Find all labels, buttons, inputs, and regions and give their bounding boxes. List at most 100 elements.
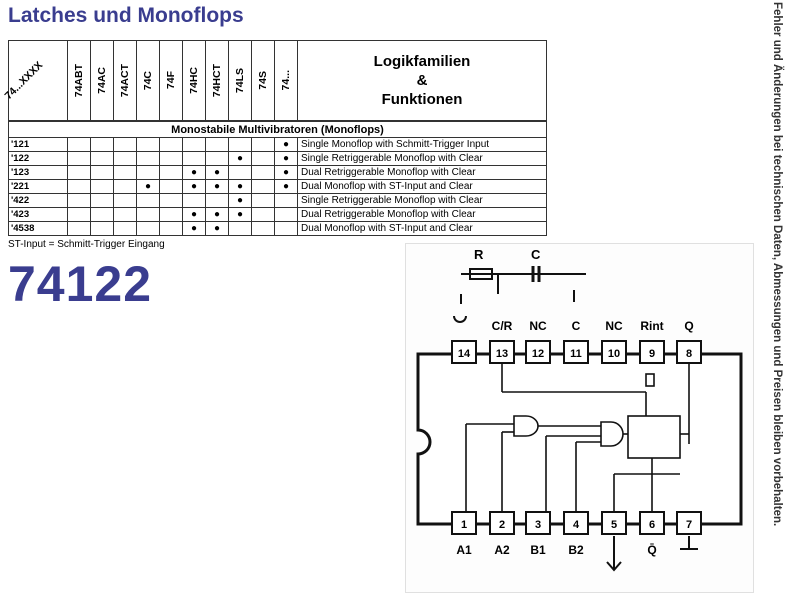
family-header: 74HCT	[205, 40, 229, 122]
pin-number: 6	[649, 519, 655, 531]
part-cell: '122	[8, 151, 68, 166]
pin-number: 4	[573, 519, 580, 531]
function-cell: Single Retriggerable Monoflop with Clear	[297, 193, 547, 208]
family-cell	[251, 207, 275, 222]
family-cell	[251, 137, 275, 152]
disclaimer-text: Fehler und Änderungen bei technischen Da…	[771, 2, 783, 527]
pin-number: 9	[649, 348, 655, 360]
family-cell	[274, 193, 298, 208]
table-row: '423●●●Dual Retriggerable Monoflop with …	[8, 207, 547, 222]
pin-number: 3	[535, 519, 541, 531]
family-cell	[205, 137, 229, 152]
pin-label: C	[572, 319, 581, 333]
corner-header: 74...XXXX	[3, 40, 68, 122]
pin-label: Rint	[640, 319, 663, 333]
part-number-heading: 74122	[8, 256, 153, 312]
family-cell	[113, 151, 137, 166]
family-cell	[113, 165, 137, 180]
family-cell	[159, 221, 183, 236]
family-cell	[113, 179, 137, 194]
family-cell	[67, 137, 91, 152]
family-cell	[274, 207, 298, 222]
family-cell: ●	[182, 179, 206, 194]
family-cell	[113, 207, 137, 222]
family-cell: ●	[228, 193, 252, 208]
family-cell	[90, 207, 114, 222]
ground-symbol	[680, 536, 698, 550]
family-cell	[90, 221, 114, 236]
pinout-svg: R C C/R NC C NC Rint Q 14 13 12 11 10 9 …	[416, 247, 743, 572]
and-gate-2	[600, 421, 624, 447]
pin-label: NC	[605, 319, 623, 333]
pin-label: A2	[494, 543, 510, 557]
family-cell	[182, 137, 206, 152]
pin-label: NC	[529, 319, 547, 333]
family-header: 74...	[274, 40, 298, 122]
pin-number: 13	[496, 348, 508, 360]
family-cell	[136, 207, 160, 222]
part-cell: '422	[8, 193, 68, 208]
family-cell	[90, 151, 114, 166]
family-cell	[228, 165, 252, 180]
family-cell	[159, 193, 183, 208]
family-cell: ●	[205, 179, 229, 194]
family-cell	[113, 137, 137, 152]
family-header: 74F	[159, 40, 183, 122]
sidebar-disclaimer: Fehler und Änderungen bei technischen Da…	[771, 2, 797, 594]
family-cell: ●	[274, 165, 298, 180]
pin-label: Q	[684, 319, 693, 333]
pin-label: C/R	[492, 319, 513, 333]
pin-number: 12	[532, 348, 544, 360]
family-cell: ●	[274, 179, 298, 194]
family-cell	[67, 207, 91, 222]
section-title: Monostabile Multivibratoren (Monoflops)	[8, 120, 547, 138]
pin5-cx-symbol	[606, 536, 622, 572]
corner-label: 74...XXXX	[2, 59, 46, 102]
family-cell	[205, 193, 229, 208]
family-cell	[228, 137, 252, 152]
function-cell: Single Monoflop with Schmitt-Trigger Inp…	[297, 137, 547, 152]
family-cell	[67, 151, 91, 166]
family-cell: ●	[205, 221, 229, 236]
family-cell	[67, 193, 91, 208]
function-cell: Dual Monoflop with ST-Input and Clear	[297, 179, 547, 194]
family-cell: ●	[182, 207, 206, 222]
pinout-diagram: R C C/R NC C NC Rint Q 14 13 12 11 10 9 …	[405, 243, 754, 593]
pin-number: 11	[570, 348, 582, 360]
st-input-note: ST-Input = Schmitt-Trigger Eingang	[8, 239, 165, 250]
pin-number: 8	[686, 348, 692, 360]
family-cell	[228, 221, 252, 236]
pin-label: B1	[530, 543, 546, 557]
family-header: 74C	[136, 40, 160, 122]
resistor-symbol	[469, 268, 493, 280]
flipflop-block	[627, 415, 681, 459]
pin-label: Q̄	[647, 543, 656, 557]
pin-number: 1	[461, 519, 467, 531]
table-row: '121●Single Monoflop with Schmitt-Trigge…	[8, 137, 547, 152]
ext-r-label: R	[474, 247, 484, 262]
family-cell	[136, 221, 160, 236]
ic-body	[416, 352, 743, 526]
external-rc	[460, 266, 586, 304]
family-cell	[90, 179, 114, 194]
family-cell	[90, 193, 114, 208]
family-header: 74LS	[228, 40, 252, 122]
and-gate-1	[513, 415, 539, 437]
pin-number: 7	[686, 519, 692, 531]
top-pins: 14 13 12 11 10 9 8	[451, 340, 702, 364]
bottom-labels: A1 A2 B1 B2 Q̄	[456, 543, 656, 557]
family-cell	[159, 207, 183, 222]
family-header: 74ABT	[67, 40, 91, 122]
pin-number: 5	[611, 519, 617, 531]
function-cell: Dual Monoflop with ST-Input and Clear	[297, 221, 547, 236]
family-header: 74HC	[182, 40, 206, 122]
ext-c-label: C	[531, 247, 541, 262]
family-cell	[90, 137, 114, 152]
family-cell	[136, 193, 160, 208]
family-cell	[159, 179, 183, 194]
family-cell	[136, 151, 160, 166]
family-cell	[136, 137, 160, 152]
table-row: '422 ● Single Retriggerable Monoflop with …	[8, 193, 547, 208]
vcc-symbol	[453, 315, 467, 323]
family-cell	[182, 193, 206, 208]
